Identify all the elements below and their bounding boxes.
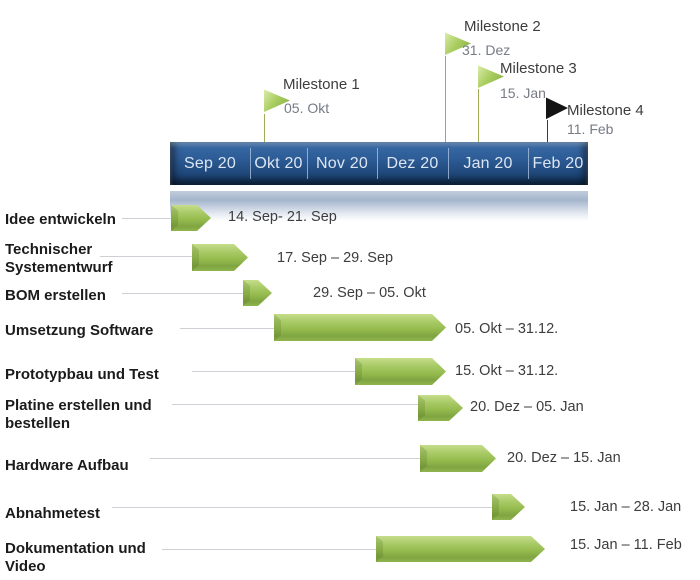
task-date: 29. Sep – 05. Okt: [313, 285, 426, 301]
timeline-month-bar: Sep 20 Okt 20 Nov 20 Dez 20 Jan 20 Feb 2…: [170, 142, 588, 185]
milestone-title: Milestone 2: [464, 18, 541, 35]
milestone-date: 11. Feb: [567, 121, 614, 137]
task-label: Platine erstellen und bestellen: [5, 397, 152, 432]
milestone-title: Milestone 3: [500, 60, 577, 77]
connector-line: [122, 293, 243, 294]
month-cell: Dez 20: [377, 142, 448, 185]
task-bar: [243, 280, 272, 306]
connector-line: [180, 328, 274, 329]
milestone-pole: [264, 114, 265, 142]
milestone-pole: [547, 120, 548, 142]
milestone-date: 15. Jan: [500, 85, 546, 101]
month-cell: Okt 20: [250, 142, 307, 185]
milestone-title: Milestone 4: [567, 102, 644, 119]
milestone-title: Milestone 1: [283, 76, 360, 93]
month-cell: Feb 20: [528, 142, 588, 185]
task-label: Technischer Systementwurf: [5, 241, 113, 276]
task-bar: [420, 445, 496, 472]
month-cell: Nov 20: [307, 142, 377, 185]
milestone-pole: [445, 56, 446, 142]
task-label: Prototypbau und Test: [5, 366, 159, 383]
task-bar: [492, 494, 525, 520]
task-date: 15. Jan – 28. Jan: [570, 499, 682, 515]
task-date: 05. Okt – 31.12.: [455, 321, 559, 337]
task-bar: [192, 244, 248, 271]
month-cell: Jan 20: [448, 142, 528, 185]
milestone-date: 05. Okt: [284, 100, 330, 116]
connector-line: [100, 256, 192, 257]
timeline-bar-reflection: [170, 191, 588, 221]
task-date: 20. Dez – 15. Jan: [507, 450, 621, 466]
milestone-flag-icon: [546, 97, 568, 120]
connector-line: [122, 218, 171, 219]
task-date: 17. Sep – 29. Sep: [277, 250, 394, 266]
task-bar: [418, 395, 463, 421]
task-date: 20. Dez – 05. Jan: [470, 399, 584, 415]
task-bar: [376, 536, 545, 562]
connector-line: [112, 507, 492, 508]
month-cell: Sep 20: [184, 154, 236, 172]
connector-line: [172, 404, 418, 405]
milestone-pole: [478, 89, 479, 142]
task-date: 14. Sep- 21. Sep: [228, 209, 337, 225]
milestone-date: 31. Dez: [462, 42, 511, 58]
task-label: BOM erstellen: [5, 287, 106, 304]
connector-line: [192, 371, 355, 372]
task-bar: [355, 358, 446, 385]
connector-line: [162, 549, 376, 550]
task-label: Hardware Aufbau: [5, 457, 129, 474]
task-date: 15. Jan – 11. Feb: [570, 537, 682, 553]
task-label: Idee entwickeln: [5, 211, 116, 228]
task-label: Umsetzung Software: [5, 322, 154, 339]
connector-line: [150, 458, 420, 459]
task-label: Dokumentation und Video: [5, 540, 146, 575]
task-bar: [274, 314, 446, 341]
task-date: 15. Okt – 31.12.: [455, 363, 559, 379]
task-label: Abnahmetest: [5, 505, 101, 522]
